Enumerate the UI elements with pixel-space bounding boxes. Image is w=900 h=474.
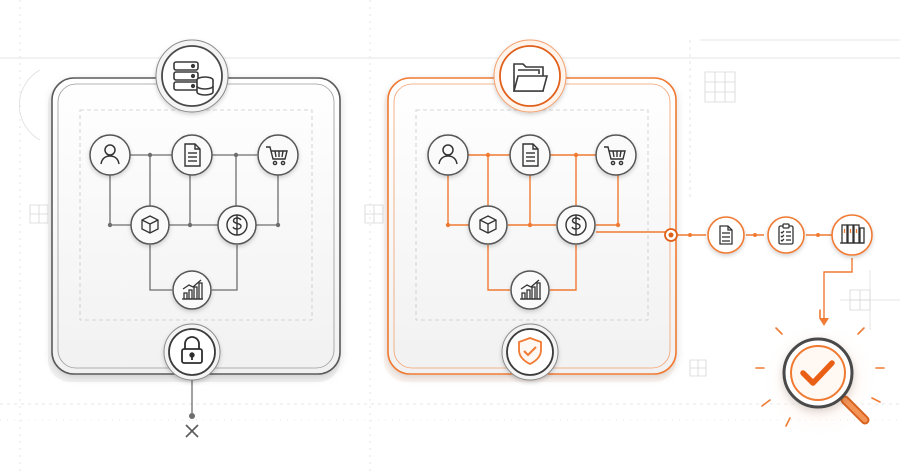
connector-port [664, 228, 678, 242]
dollar-icon [565, 214, 587, 236]
right-node-cart [595, 134, 637, 176]
magnifier-check-icon [782, 337, 870, 425]
left-connection-dots [107, 152, 281, 419]
folder-icon [512, 63, 549, 92]
document-icon [719, 225, 733, 245]
dollar-icon [226, 214, 248, 236]
document-icon [184, 143, 201, 167]
right-node-document [509, 134, 551, 176]
database-icon [173, 61, 214, 96]
shield-check-icon [518, 337, 542, 366]
x-mark-icon [185, 424, 199, 438]
background-hash-grids [29, 71, 871, 377]
bar-chart-icon [182, 279, 203, 300]
audit-step-document [707, 216, 745, 254]
audit-step-archive [831, 214, 873, 256]
clipboard-checklist-icon [778, 223, 794, 245]
padlock-icon [181, 336, 203, 364]
shopping-cart-icon [604, 146, 626, 166]
user-icon [100, 144, 120, 165]
document-icon [522, 143, 539, 167]
left-node-cart [257, 134, 299, 176]
user-icon [438, 144, 458, 165]
audit-step-clipboard [767, 216, 805, 254]
result-rays [755, 309, 885, 427]
package-icon [479, 215, 497, 234]
bar-chart-icon [520, 279, 541, 300]
package-icon [141, 215, 159, 234]
left-node-document [171, 134, 213, 176]
shopping-cart-icon [266, 146, 288, 166]
archive-binders-icon [840, 224, 865, 244]
